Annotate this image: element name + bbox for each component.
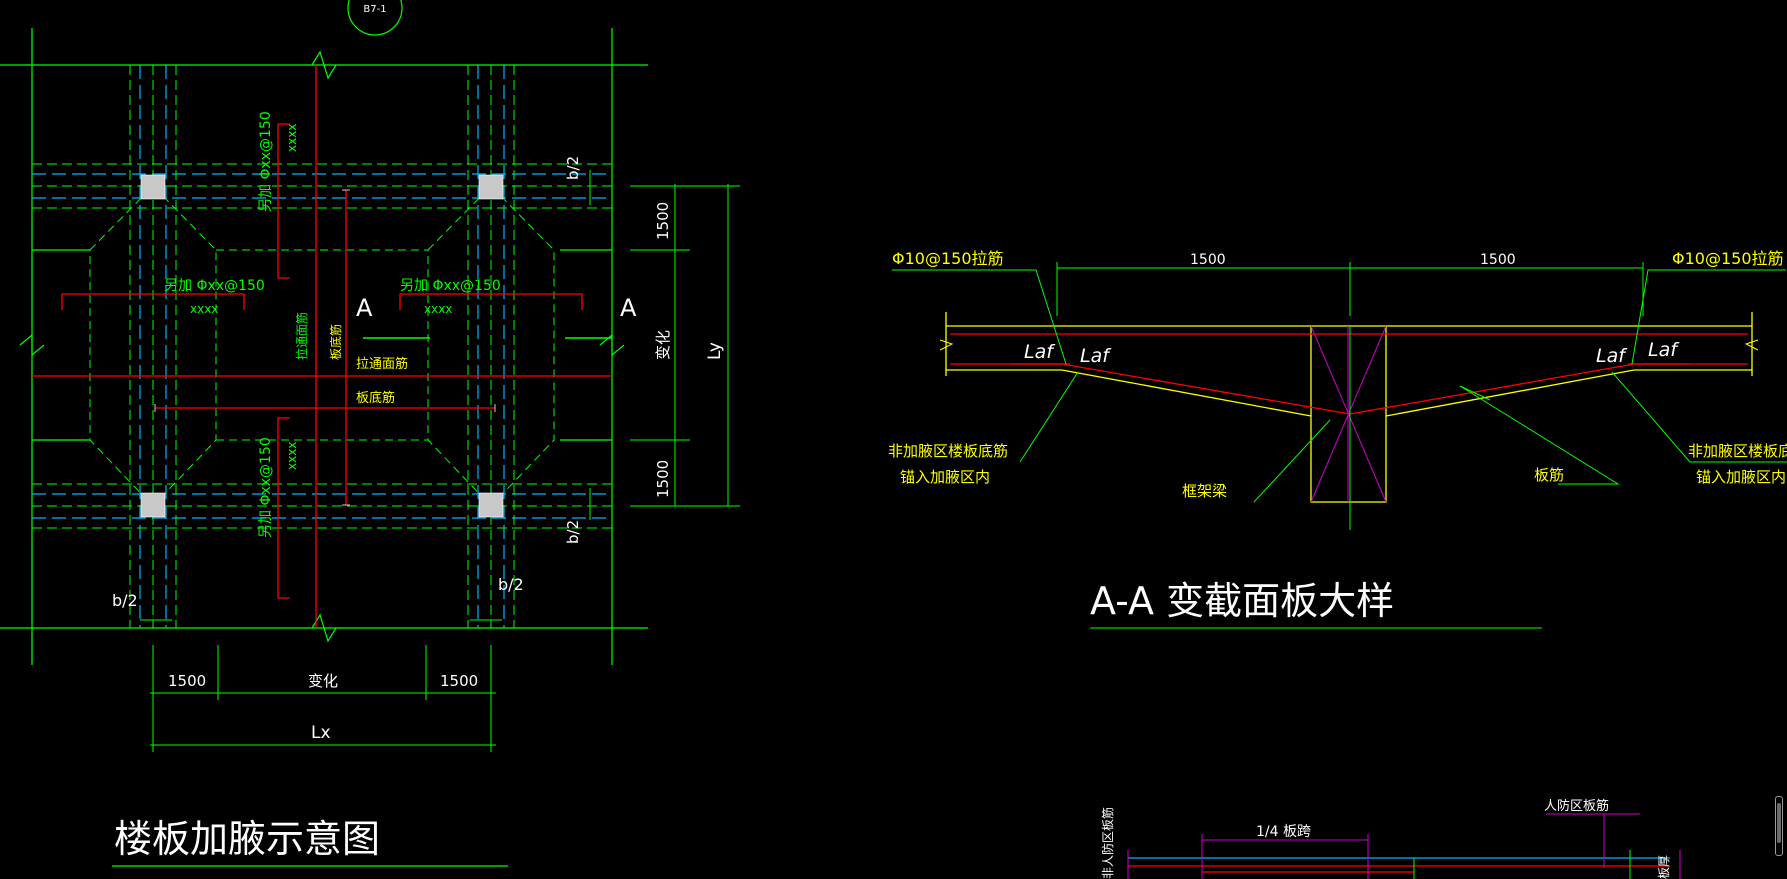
- plan-beam-lines: [32, 65, 612, 628]
- section-labels: Φ10@150拉筋 Φ10@150拉筋 1500 1500 Laf Laf La…: [888, 249, 1787, 623]
- slab-bar-label: 板筋: [1534, 466, 1564, 484]
- extra-bar-label-2: 另加 Φxx@150: [400, 278, 501, 294]
- plan-tie-bar-label: 拉通面筋: [356, 356, 408, 372]
- plan-grid-lines: [0, 28, 648, 665]
- section-view: [892, 262, 1787, 629]
- section-dim-right: 1500: [1480, 252, 1516, 268]
- plan-labels: 另加 Φxx@150 xxxx 另加 Φxx@150 xxxx 另加 Φxx@1…: [112, 111, 725, 861]
- scrollbar-thumb[interactable]: [1777, 803, 1781, 843]
- section-break-marks: [939, 339, 1759, 351]
- detail-left-vert-label: 非人防区板筋: [1100, 807, 1115, 879]
- detail-dims: [1127, 813, 1681, 879]
- note-left-line-1: 非加腋区楼板底筋: [888, 442, 1008, 460]
- section-leaders: [892, 262, 1787, 629]
- dim-1500-left: 1500: [168, 672, 206, 690]
- plan-haunch-outline: [89, 185, 555, 507]
- vertical-scrollbar[interactable]: [1775, 796, 1783, 856]
- tie-bar-right-label: Φ10@150拉筋: [1672, 249, 1784, 268]
- dim-b2-right: b/2: [498, 575, 524, 594]
- extra-bar-label-v-top-sub: xxxx: [285, 124, 299, 152]
- section-dim-left: 1500: [1190, 252, 1226, 268]
- detail-leaders: [1413, 850, 1631, 879]
- laf-label-4: Laf: [1648, 339, 1680, 361]
- dim-1500-top: 1500: [654, 202, 672, 240]
- dim-b2-bottom: b/2: [564, 520, 582, 544]
- section-title: A-A 变截面板大样: [1090, 579, 1394, 623]
- plan-dims-vertical: [589, 170, 740, 520]
- plan-beam-edges: [32, 65, 612, 628]
- plan-dims-horizontal: [140, 619, 502, 752]
- dim-lx: Lx: [311, 723, 331, 743]
- detail-labels: 1/4 板跨 人防区板筋 非人防区板筋 板厚: [1100, 798, 1671, 879]
- plan-tie-bar-label-v: 拉通面筋: [294, 312, 309, 360]
- dim-ly: Ly: [705, 342, 725, 360]
- note-right-line-1: 非加腋区楼板底筋: [1688, 442, 1787, 460]
- dim-1500-bottom: 1500: [654, 460, 672, 498]
- detail-civil-def-label: 人防区板筋: [1544, 798, 1609, 814]
- sheet-tag-text: B7-1: [363, 4, 386, 15]
- detail-span-label: 1/4 板跨: [1256, 824, 1311, 840]
- extra-bar-label-v-bot: 另加 Φxx@150: [258, 437, 274, 538]
- dim-b2-top: b/2: [564, 156, 582, 180]
- section-slab-outline: [945, 312, 1753, 503]
- section-rebars: [950, 333, 1748, 415]
- section-mark-left: A: [356, 294, 373, 322]
- detail-right-vert-label: 板厚: [1657, 855, 1671, 879]
- sheet-tag: B7-1: [347, 0, 403, 36]
- plan-bottom-bar-label: 板底筋: [356, 390, 395, 406]
- plan-rebar-red: [32, 65, 612, 628]
- laf-label-3: Laf: [1596, 345, 1628, 367]
- extra-bar-label-v-top: 另加 Φxx@150: [258, 111, 274, 212]
- tie-bar-left-label: Φ10@150拉筋: [892, 249, 1004, 268]
- extra-bar-label-1: 另加 Φxx@150: [164, 278, 265, 294]
- plan-columns: [140, 174, 504, 518]
- dim-var-v: 变化: [654, 330, 672, 360]
- note-right-line-2: 锚入加腋区内: [1696, 468, 1786, 486]
- detail-rebars: [1128, 865, 1670, 873]
- beam-label: 框架梁: [1182, 482, 1227, 500]
- note-left-line-2: 锚入加腋区内: [900, 468, 990, 486]
- extra-bar-label-v-bot-sub: xxxx: [285, 442, 299, 470]
- section-mark-right: A: [620, 294, 637, 322]
- extra-bar-label-2-sub: xxxx: [424, 302, 452, 316]
- dim-1500-right: 1500: [440, 672, 478, 690]
- laf-label-2: Laf: [1080, 345, 1112, 367]
- detail-view: [1127, 813, 1681, 879]
- dim-var-h: 变化: [308, 672, 338, 690]
- dim-b2-left: b/2: [112, 591, 138, 610]
- plan-small-ticks: [154, 189, 496, 506]
- laf-label-1: Laf: [1024, 341, 1056, 363]
- plan-title: 楼板加腋示意图: [114, 817, 380, 861]
- extra-bar-label-1-sub: xxxx: [190, 302, 218, 316]
- plan-bottom-bar-label-v: 板底筋: [328, 324, 343, 360]
- plan-view: [0, 28, 740, 867]
